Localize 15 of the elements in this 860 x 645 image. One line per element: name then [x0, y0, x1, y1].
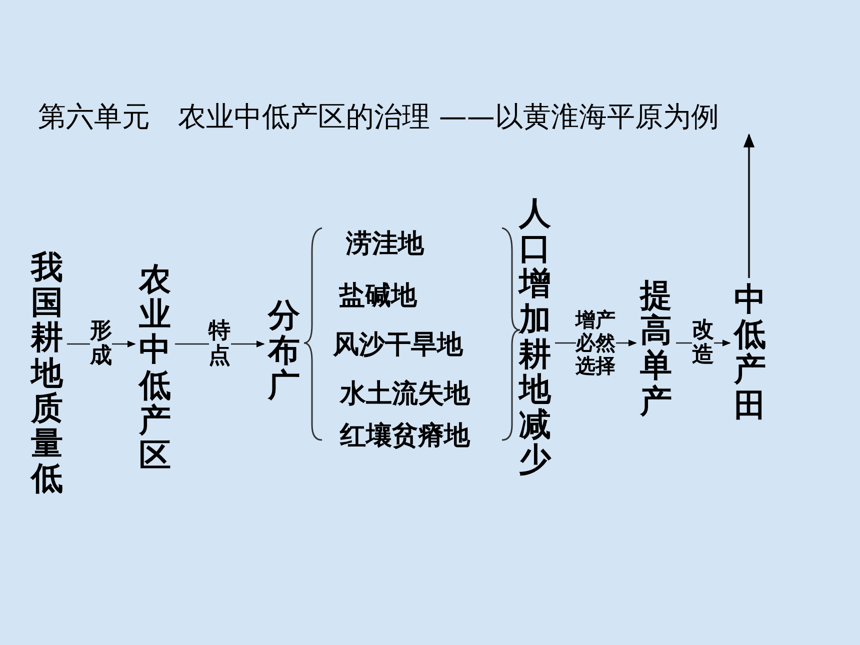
node-text: 我国耕地质量低 [31, 250, 63, 496]
node-text: 提高单产 [640, 278, 672, 419]
node-text: 农业中低产区 [139, 262, 171, 474]
node-text: 人口增加耕地减少 [519, 196, 551, 478]
arrow [743, 133, 755, 278]
node-text: 水土流失地 [340, 380, 470, 409]
title-text: 第六单元 农业中低产区的治理 ——以黄淮海平原为例 [38, 102, 719, 133]
node-text: 盐碱地 [339, 282, 417, 311]
node-text: 红壤贫瘠地 [340, 422, 470, 451]
edge-label: 增产必然选择 [576, 308, 616, 378]
node-text: 分布广 [268, 298, 300, 404]
edge-label: 特点 [208, 318, 230, 370]
node-text: 风沙干旱地 [333, 331, 463, 360]
node-text: 涝洼地 [346, 230, 424, 259]
node-text: 中低产田 [734, 282, 766, 423]
